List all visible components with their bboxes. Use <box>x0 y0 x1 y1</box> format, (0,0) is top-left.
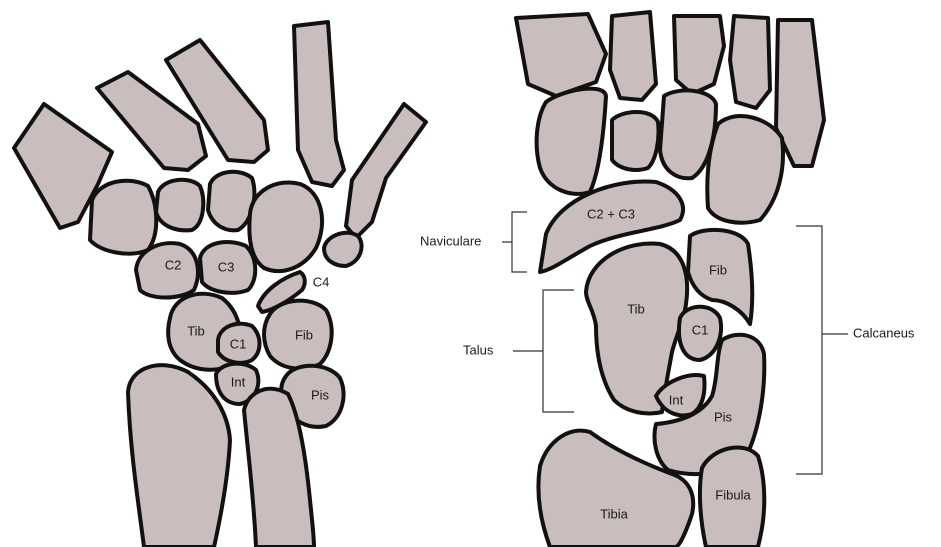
foot-phalanx-4 <box>730 16 770 108</box>
foot-c1-label: C1 <box>692 322 709 337</box>
foot-cuneiform-2 <box>612 112 659 170</box>
wrist-radius <box>128 365 230 547</box>
wrist-pisiform-small <box>324 233 362 266</box>
foot-pis-label: Pis <box>714 409 733 424</box>
wrist-trapezium <box>90 181 156 254</box>
talus-label: Talus <box>463 342 494 357</box>
calcaneus-bracket: Calcaneus <box>796 226 915 474</box>
wrist-skeleton: C2 C3 C4 Tib C1 Fib Int Pis <box>14 22 426 547</box>
foot-fibula-label: Fibula <box>715 487 751 502</box>
wrist-c2-label: C2 <box>165 257 182 272</box>
foot-tibia-label: Tibia <box>600 506 628 521</box>
foot-fib-label: Fib <box>709 262 727 277</box>
foot-cuneiform-1 <box>537 89 606 194</box>
wrist-small-carpal-b <box>208 172 254 231</box>
wrist-c3-label: C3 <box>218 259 235 274</box>
wrist-metacarpal-5 <box>346 104 426 238</box>
wrist-tib-label: Tib <box>187 323 205 338</box>
foot-phalanx-3 <box>674 16 724 94</box>
wrist-c4-label: C4 <box>313 274 330 289</box>
naviculare-label: Naviculare <box>420 233 481 248</box>
wrist-int-label: Int <box>231 374 246 389</box>
calcaneus-label: Calcaneus <box>853 325 915 340</box>
wrist-c1-label: C1 <box>230 336 247 351</box>
wrist-hamate <box>249 182 322 271</box>
naviculare-bracket: Naviculare <box>420 212 527 272</box>
foot-cuboid <box>707 116 783 223</box>
foot-skeleton: C2 + C3 Fib Tib C1 Int Pis Tibia Fibula … <box>420 12 915 547</box>
foot-tib-label: Tib <box>627 301 645 316</box>
wrist-metacarpal-4 <box>294 22 344 186</box>
foot-c2c3-label: C2 + C3 <box>587 206 635 221</box>
foot-phalanx-1 <box>516 14 606 96</box>
wrist-pis-label: Pis <box>311 387 330 402</box>
foot-int-label: Int <box>669 392 684 407</box>
foot-phalanx-2 <box>610 12 656 100</box>
talus-bracket: Talus <box>463 290 574 412</box>
wrist-small-carpal-a <box>156 180 203 231</box>
wrist-fib-label: Fib <box>295 327 313 342</box>
